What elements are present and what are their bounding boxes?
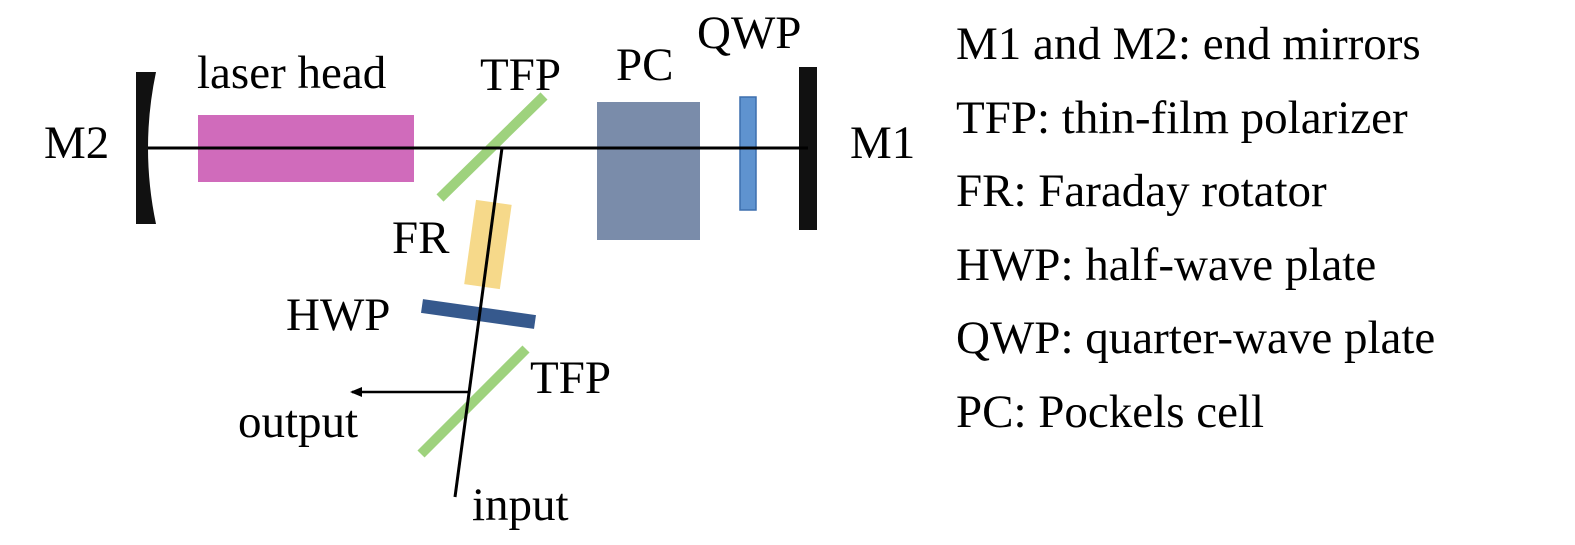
legend: M1 and M2: end mirrors TFP: thin-film po…	[956, 8, 1435, 449]
legend-item-tfp: TFP: thin-film polarizer	[956, 91, 1408, 144]
input-beam	[453, 147, 504, 498]
label-m1: M1	[850, 117, 915, 169]
pockels-cell	[597, 102, 700, 240]
label-m2: M2	[44, 117, 109, 169]
label-input: input	[472, 479, 569, 531]
quarter-wave-plate	[739, 96, 757, 211]
label-fr: FR	[392, 212, 450, 264]
legend-item-pc: PC: Pockels cell	[956, 385, 1265, 438]
label-output: output	[238, 396, 358, 448]
label-tfp-top: TFP	[480, 49, 561, 101]
label-laser-head: laser head	[197, 47, 386, 99]
label-qwp: QWP	[697, 7, 801, 59]
end-mirror-m2	[136, 72, 156, 224]
label-pc: PC	[616, 39, 674, 91]
label-tfp-bottom: TFP	[530, 352, 611, 404]
legend-item-fr: FR: Faraday rotator	[956, 165, 1327, 217]
thin-film-polarizer-bottom	[417, 345, 530, 458]
legend-item-qwp: QWP: quarter-wave plate	[956, 312, 1436, 364]
legend-item-hwp: HWP: half-wave plate	[956, 238, 1377, 291]
label-hwp: HWP	[286, 289, 390, 341]
legend-item-mirrors: M1 and M2: end mirrors	[956, 18, 1421, 70]
